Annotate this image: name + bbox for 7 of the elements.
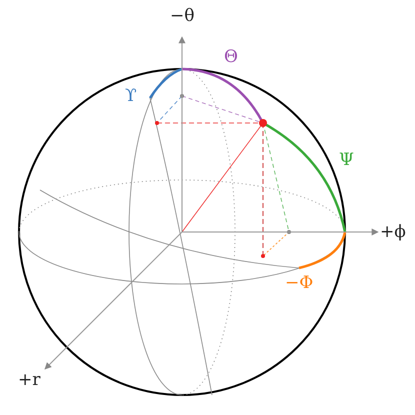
axis-label: +r <box>18 370 40 390</box>
axis-label: Θ <box>224 47 238 67</box>
axis-label: −θ <box>170 6 194 26</box>
axis-label: +ϕ <box>380 222 406 242</box>
axis-label: ϒ <box>125 86 137 106</box>
axis-label: Ψ <box>339 150 354 170</box>
axis-label: −Φ <box>285 273 314 293</box>
